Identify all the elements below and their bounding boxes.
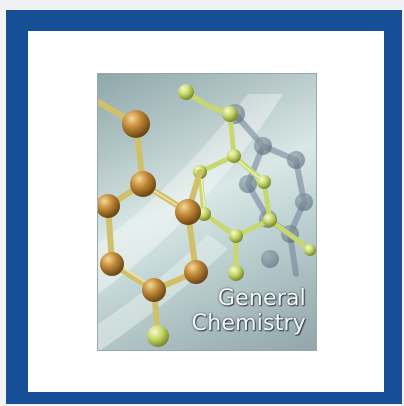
- cover-title-line-1: General: [217, 286, 306, 311]
- molecule-illustration-icon: [98, 84, 316, 350]
- book-cover-image: General Chemistry: [97, 73, 317, 351]
- cover-title-line-2: Chemistry: [191, 311, 306, 336]
- cover-title: General Chemistry: [146, 286, 306, 336]
- top-background-band: [0, 0, 404, 8]
